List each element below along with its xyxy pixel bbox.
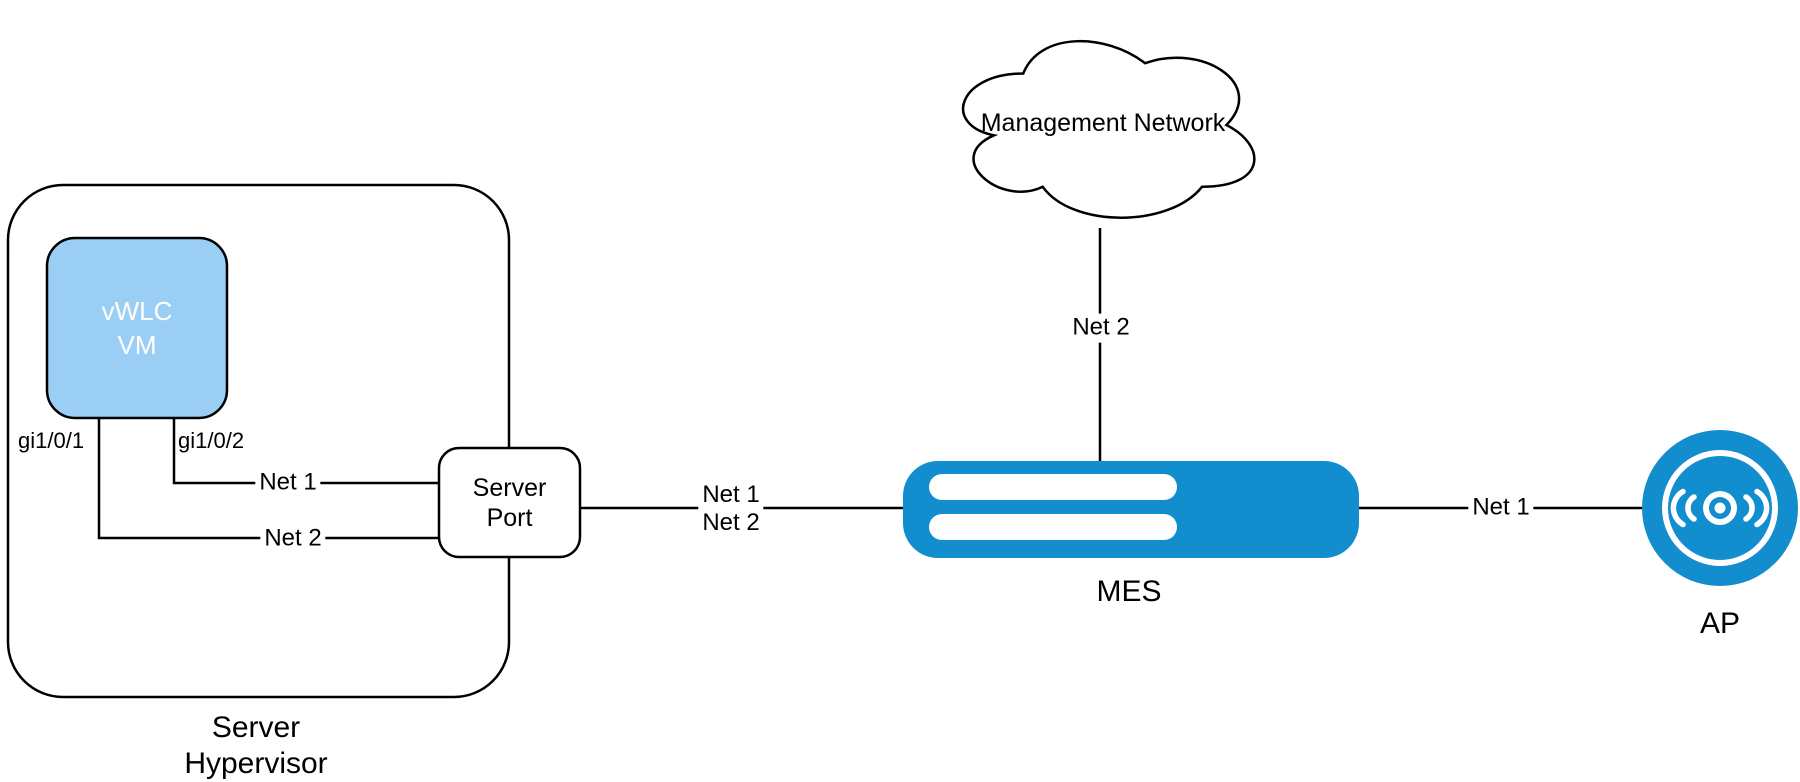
ap-wave-right-outer <box>1754 488 1770 528</box>
management-network-cloud <box>961 39 1256 219</box>
ap-outer-ring <box>1662 450 1778 566</box>
vwlc-vm-node <box>45 236 229 420</box>
net1-label-left: Net 1 <box>255 468 321 498</box>
link-gi102-net1-serverport <box>172 418 439 485</box>
ap-node <box>1642 430 1798 586</box>
net1-label-right: Net 1 <box>1468 493 1534 523</box>
ap-wave-left-outer <box>1670 488 1686 528</box>
ap-radio-icon <box>1670 488 1770 528</box>
mes-slot-bar-top <box>929 474 1177 500</box>
ap-wave-left-inner <box>1685 494 1697 522</box>
management-network-label: Management Network <box>980 109 1226 137</box>
port-label-gi101: gi1/0/1 <box>18 428 85 453</box>
mes-switch-node <box>903 461 1359 558</box>
net2-label-left: Net 2 <box>260 524 326 554</box>
net1-net2-label-mid: Net 1 Net 2 <box>698 481 764 537</box>
mes-label: MES <box>1096 575 1162 608</box>
vwlc-vm-label: vWLC VM <box>101 296 173 360</box>
mes-slot-bar-bottom <box>929 514 1177 540</box>
server-port-node <box>437 446 582 559</box>
ap-icon-core <box>1714 502 1726 514</box>
net2-label-cloud: Net 2 <box>1068 313 1134 343</box>
server-port-label: Server Port <box>472 473 547 532</box>
server-hypervisor-label: Server Hypervisor <box>184 711 328 780</box>
ap-label: AP <box>1699 607 1741 640</box>
ap-wave-right-inner <box>1743 494 1755 522</box>
port-label-gi102: gi1/0/2 <box>178 428 245 453</box>
